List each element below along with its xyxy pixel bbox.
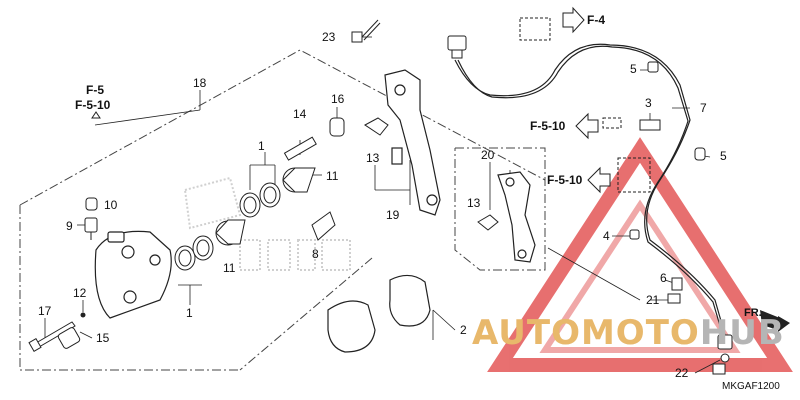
- caliper-bracket: [384, 69, 441, 216]
- ref-f4: F-4: [587, 13, 605, 27]
- pad-spring: [311, 211, 336, 241]
- bleeder-screw: [84, 217, 98, 240]
- bolt-23: [351, 19, 381, 43]
- callout-14: 14: [293, 107, 307, 121]
- small-plug: [80, 312, 86, 318]
- harness-clamps: [519, 17, 706, 291]
- callout-10: 10: [104, 198, 118, 212]
- callout-17: 17: [38, 304, 52, 318]
- pin-bolt: [28, 321, 76, 353]
- callout-5-lower: 5: [720, 149, 727, 163]
- bolt-clip: [602, 117, 622, 129]
- brake-pads: [327, 274, 431, 353]
- callout-18: 18: [193, 76, 207, 90]
- caliper-body: [94, 230, 172, 319]
- callout-1-lower: 1: [186, 306, 193, 320]
- bracket-assy: [497, 171, 536, 263]
- callout-19: 19: [386, 208, 400, 222]
- caliper-group-outline: [19, 49, 546, 371]
- piston-seals-lower: [174, 219, 246, 271]
- harness-connector: [447, 35, 467, 59]
- callout-7: 7: [700, 101, 707, 115]
- watermark-part1: AUTOMOTO: [472, 313, 700, 353]
- callout-12: 12: [73, 286, 87, 300]
- ref-f5-10-mid: F-5-10: [530, 119, 566, 133]
- callout-1-upper: 1: [258, 139, 265, 153]
- watermark-text: AUTOMOTOHUB: [472, 316, 785, 350]
- sensor-harness: [454, 43, 726, 337]
- callout-16: 16: [331, 92, 345, 106]
- ref-arrows: [91, 6, 611, 194]
- front-direction-label: FR.: [744, 307, 762, 319]
- triangle-watermark: [487, 137, 793, 372]
- ref-f5: F-5: [86, 83, 104, 97]
- bolts-21-22: [667, 293, 726, 375]
- ref-f5-10-low: F-5-10: [547, 173, 583, 187]
- diagram-code: MKGAF1200: [722, 381, 780, 392]
- callout-9: 9: [66, 219, 73, 233]
- callout-11-lower: 11: [223, 261, 236, 275]
- callout-2: 2: [460, 323, 467, 337]
- callout-11-upper: 11: [326, 169, 339, 183]
- leader-lines: [44, 36, 721, 374]
- callout-20: 20: [481, 148, 495, 162]
- callout-23: 23: [322, 30, 336, 44]
- callout-22: 22: [675, 366, 689, 380]
- callout-8: 8: [312, 247, 319, 261]
- slide-pin: [283, 136, 317, 161]
- boot-16: [329, 117, 345, 137]
- callout-21: 21: [646, 293, 660, 307]
- bracket-group-outline: [454, 147, 546, 271]
- pin-boot: [57, 327, 81, 349]
- speed-sensor: [717, 334, 733, 363]
- bleeder-cap: [85, 197, 98, 211]
- pad-retainer: [364, 117, 499, 231]
- watermark-part2: HUB: [699, 313, 785, 353]
- ref-f5-10-top: F-5-10: [75, 98, 111, 112]
- callout-5-upper: 5: [630, 62, 637, 76]
- piston-seals-upper: [239, 167, 316, 218]
- callout-3: 3: [645, 96, 652, 110]
- callout-6: 6: [660, 271, 667, 285]
- callout-13-center: 13: [366, 151, 380, 165]
- callout-4: 4: [603, 229, 610, 243]
- callout-15: 15: [96, 331, 110, 345]
- callout-13-inset: 13: [467, 196, 481, 210]
- fr-arrow: [760, 310, 790, 332]
- honda-watermark: [183, 176, 351, 271]
